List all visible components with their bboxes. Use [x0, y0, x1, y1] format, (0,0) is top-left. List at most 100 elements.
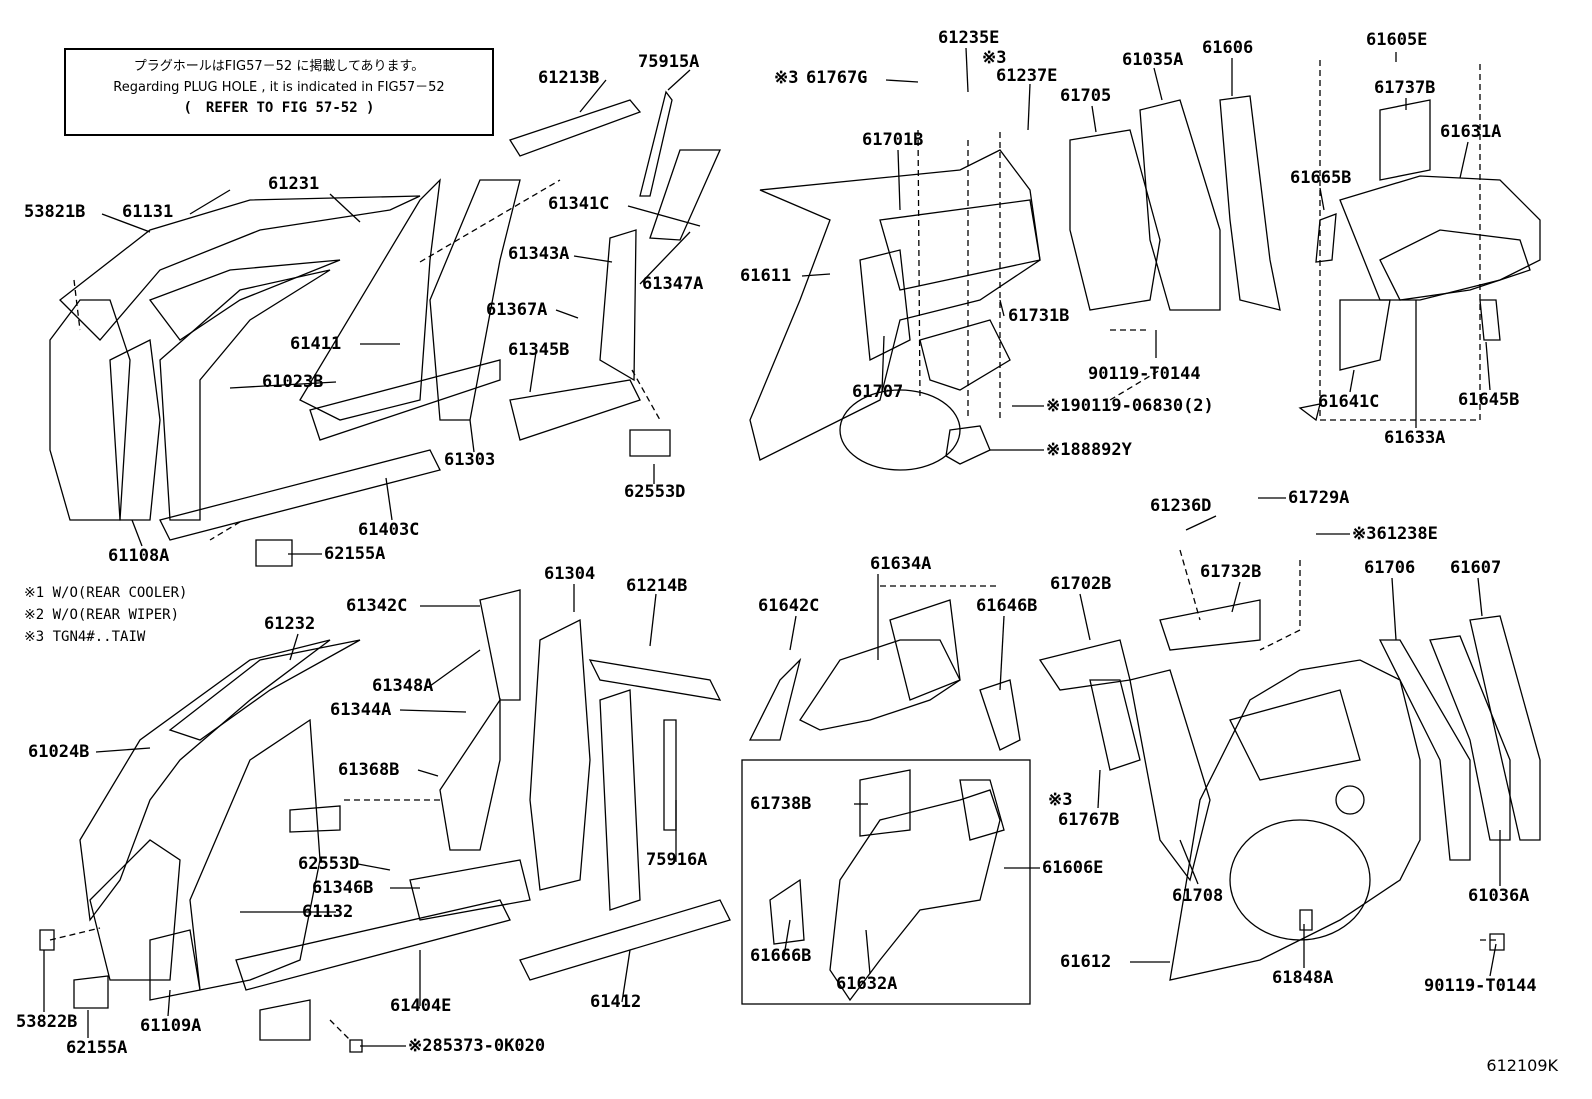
part-label: 61345B [508, 340, 570, 360]
part-outline [1479, 299, 1501, 341]
dashed-line [49, 927, 101, 941]
part-label: 61645B [1458, 390, 1520, 410]
leader-line [385, 477, 393, 521]
part-outline [945, 425, 991, 465]
part-outline [879, 199, 1041, 291]
part-label: ※285373-0K020 [408, 1036, 546, 1056]
leader-line [101, 213, 151, 233]
part-label: 61707 [852, 382, 904, 402]
leader-line [1079, 593, 1091, 641]
footnote-3: ※3 TGN4#..TAIW [24, 629, 146, 645]
part-label: 61611 [740, 266, 792, 286]
part-outline [1229, 689, 1361, 781]
note-reference: ( REFER TO FIG 57-52 ) [183, 100, 375, 116]
part-outline [1298, 403, 1321, 422]
part-label: 61705 [1060, 86, 1112, 106]
part-outline [1299, 909, 1313, 931]
part-label: 61702B [1050, 574, 1112, 594]
part-label: 61213B [538, 68, 600, 88]
leader-line [621, 949, 631, 1003]
part-outline [159, 269, 331, 521]
part-label: 61708 [1172, 886, 1224, 906]
part-label: 61367A [486, 300, 548, 320]
part-label: 61706 [1364, 558, 1416, 578]
part-outline [1379, 99, 1431, 181]
leader-line [573, 255, 613, 263]
part-label: 61737B [1374, 78, 1436, 98]
leader-line [189, 189, 231, 215]
leader-line [639, 231, 691, 285]
part-label: 61607 [1450, 558, 1502, 578]
part-label: 62155A [66, 1038, 128, 1058]
leader-line [329, 193, 361, 223]
part-label: 61665B [1290, 168, 1352, 188]
part-label: 61633A [1384, 428, 1446, 448]
part-outline [1339, 299, 1391, 371]
part-outline [168, 639, 361, 741]
part-label: 61341C [548, 194, 610, 214]
part-outline [79, 639, 331, 922]
leader-line [399, 709, 467, 713]
leader-line [1477, 577, 1483, 617]
dashed-line [917, 129, 921, 401]
part-label: 61666B [750, 946, 812, 966]
leader-line [865, 929, 871, 975]
part-label: 61631A [1440, 122, 1502, 142]
figure-id: 612109K [1486, 1056, 1558, 1075]
part-outline [159, 449, 441, 541]
part-outline [599, 689, 641, 911]
leader-line [1319, 187, 1325, 211]
plug-hole-note-box: プラグホールはFIG57－52 に掲載してあります。 Regarding PLU… [64, 48, 494, 136]
part-label: 53821B [24, 202, 86, 222]
part-outline [349, 1039, 363, 1053]
part-label: 61767B [1058, 810, 1120, 830]
part-label: 61231 [268, 174, 320, 194]
part-label: 61235E [938, 28, 1000, 48]
fuel-lid-outline [1335, 785, 1365, 815]
part-outline [748, 657, 802, 741]
leader-line [999, 299, 1005, 317]
part-label: 61368B [338, 760, 400, 780]
part-outline [919, 319, 1011, 391]
leader-line [783, 919, 791, 957]
part-label: 61236D [1150, 496, 1212, 516]
leader-line [801, 273, 831, 277]
wheel-arch-outline [1229, 819, 1371, 941]
part-outline [255, 539, 293, 567]
part-label: 61729A [1288, 488, 1350, 508]
part-outline [409, 859, 531, 921]
leader-line [417, 769, 439, 777]
part-label: 61304 [544, 564, 596, 584]
part-outline [1339, 175, 1541, 301]
part-label: 61347A [642, 274, 704, 294]
part-label: 61131 [122, 202, 174, 222]
leader-line [1097, 769, 1101, 809]
dashed-line [1319, 60, 1481, 421]
part-outline [663, 719, 677, 831]
part-outline [889, 599, 961, 701]
part-outline [629, 429, 671, 457]
part-label: 61606E [1042, 858, 1104, 878]
leader-line [131, 519, 143, 547]
part-label: 61348A [372, 676, 434, 696]
leader-line [897, 149, 901, 211]
part-outline [39, 929, 55, 951]
part-label: 61767G [806, 68, 868, 88]
part-label: 61632A [836, 974, 898, 994]
part-label: 61404E [390, 996, 452, 1016]
part-label: 61035A [1122, 50, 1184, 70]
part-label: 61634A [870, 554, 932, 574]
leader-line [579, 79, 607, 113]
part-outline [1315, 213, 1337, 263]
leader-line [881, 335, 885, 393]
leader-line [95, 747, 151, 753]
part-outline [1038, 639, 1131, 691]
leader-line [1349, 369, 1355, 393]
leader-line [1459, 141, 1469, 179]
part-outline [1378, 639, 1471, 861]
part-label: 61343A [508, 244, 570, 264]
leader-line [965, 47, 969, 93]
part-label: 62553D [624, 482, 686, 502]
leader-line [1231, 581, 1241, 613]
part-outline [1089, 679, 1141, 771]
